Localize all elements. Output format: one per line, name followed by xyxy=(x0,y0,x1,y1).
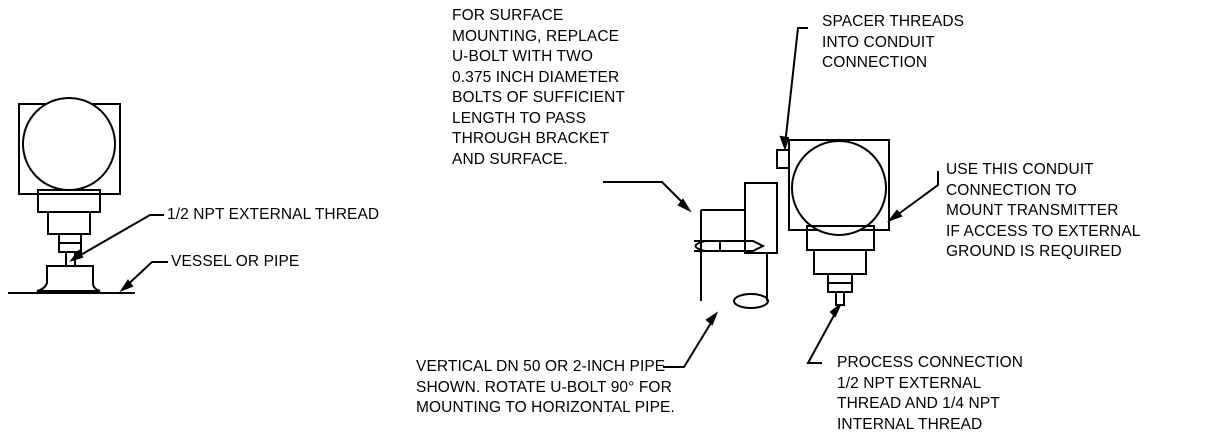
housing-circle-right xyxy=(791,140,887,236)
mounting-bracket xyxy=(744,182,778,254)
surface-mounting-note: FOR SURFACE MOUNTING, REPLACE U-BOLT WIT… xyxy=(452,6,625,170)
process-connection-arrow xyxy=(829,304,841,318)
external-thread-arrow xyxy=(69,249,84,262)
surface-mounting-leader xyxy=(603,181,688,208)
conduit-connection-line-5: GROUND IS REQUIRED xyxy=(946,243,1122,260)
surface-mounting-line-4: 0.375 INCH DIAMETER xyxy=(452,68,620,86)
spacer xyxy=(776,149,790,169)
pipe-boss xyxy=(36,265,101,292)
conduit-connection-note: USE THIS CONDUIT CONNECTION TO MOUNT TRA… xyxy=(946,160,1140,263)
surface-mounting-line-1: FOR SURFACE xyxy=(452,7,564,24)
pipe-assembly xyxy=(694,149,790,309)
vertical-pipe-line-2: SHOWN. ROTATE U-BOLT 90° FOR xyxy=(416,378,672,396)
spacer-threads-line-1: SPACER THREADS xyxy=(822,13,965,30)
conduit-connection-line-2: CONNECTION TO xyxy=(946,181,1077,199)
vessel-pipe-label: VESSEL OR PIPE xyxy=(171,252,299,273)
vertical-pipe-line-3: MOUNTING TO HORIZONTAL PIPE. xyxy=(416,399,675,416)
conduit-connection-line-3: MOUNT TRANSMITTER xyxy=(946,202,1119,219)
external-thread-label: 1/2 NPT EXTERNAL THREAD xyxy=(167,205,379,226)
surface-mounting-line-3: U-BOLT WITH TWO xyxy=(452,48,593,65)
process-connection-leader xyxy=(806,307,839,364)
surface-mounting-arrow xyxy=(677,198,692,213)
conduit-connection-line-4: IF ACCESS TO EXTERNAL xyxy=(946,222,1141,240)
conduit-connection-line-1: USE THIS CONDUIT xyxy=(946,161,1094,178)
housing-circle xyxy=(22,97,116,191)
process-connection-line-1: PROCESS CONNECTION xyxy=(837,354,1024,371)
process-connection-line-3: THREAD AND 1/4 NPT xyxy=(837,395,1000,412)
u-bolt-bottom-loop xyxy=(733,293,769,309)
sensor-module-right xyxy=(813,249,867,275)
external-thread-text: 1/2 NPT EXTERNAL THREAD xyxy=(167,206,380,223)
external-thread-leader xyxy=(71,214,164,261)
conduit-arrow xyxy=(887,209,903,223)
spacer-threads-note: SPACER THREADS INTO CONDUIT CONNECTION xyxy=(822,12,964,74)
conduit-leader xyxy=(892,171,939,219)
sensor-module xyxy=(47,211,91,235)
vertical-pipe-note: VERTICAL DN 50 OR 2-INCH PIPE SHOWN. ROT… xyxy=(416,357,675,419)
surface-mounting-line-8: AND SURFACE. xyxy=(452,150,568,168)
u-bolt xyxy=(694,240,766,252)
process-nipple xyxy=(835,291,845,306)
vertical-pipe-leader xyxy=(663,317,715,368)
surface-mounting-line-2: MOUNTING, REPLACE xyxy=(452,27,620,45)
vertical-pipe-line-1: VERTICAL DN 50 OR 2-INCH PIPE xyxy=(416,358,666,375)
process-connection-line-2: 1/2 NPT EXTERNAL xyxy=(837,374,982,392)
spacer-arrow xyxy=(779,135,790,152)
vessel-leader xyxy=(121,261,168,291)
surface-mounting-line-5: BOLTS OF SUFFICIENT xyxy=(452,89,625,106)
process-connection-line-4: INTERNAL THREAD xyxy=(837,415,983,433)
vessel-arrow xyxy=(119,279,134,293)
surface-mounting-line-7: THROUGH BRACKET xyxy=(452,130,610,147)
spacer-threads-line-2: INTO CONDUIT xyxy=(822,33,935,51)
vessel-pipe-text: VESSEL OR PIPE xyxy=(171,253,300,270)
spacer-threads-line-3: CONNECTION xyxy=(822,54,928,71)
direct-mount-transmitter xyxy=(8,97,135,294)
surface-mounting-line-6: LENGTH TO PASS xyxy=(452,109,587,127)
bracket-mount-transmitter xyxy=(788,139,890,306)
vertical-pipe-arrow xyxy=(705,311,719,326)
process-connection-note: PROCESS CONNECTION 1/2 NPT EXTERNAL THRE… xyxy=(837,353,1023,435)
spacer-leader xyxy=(784,27,808,146)
